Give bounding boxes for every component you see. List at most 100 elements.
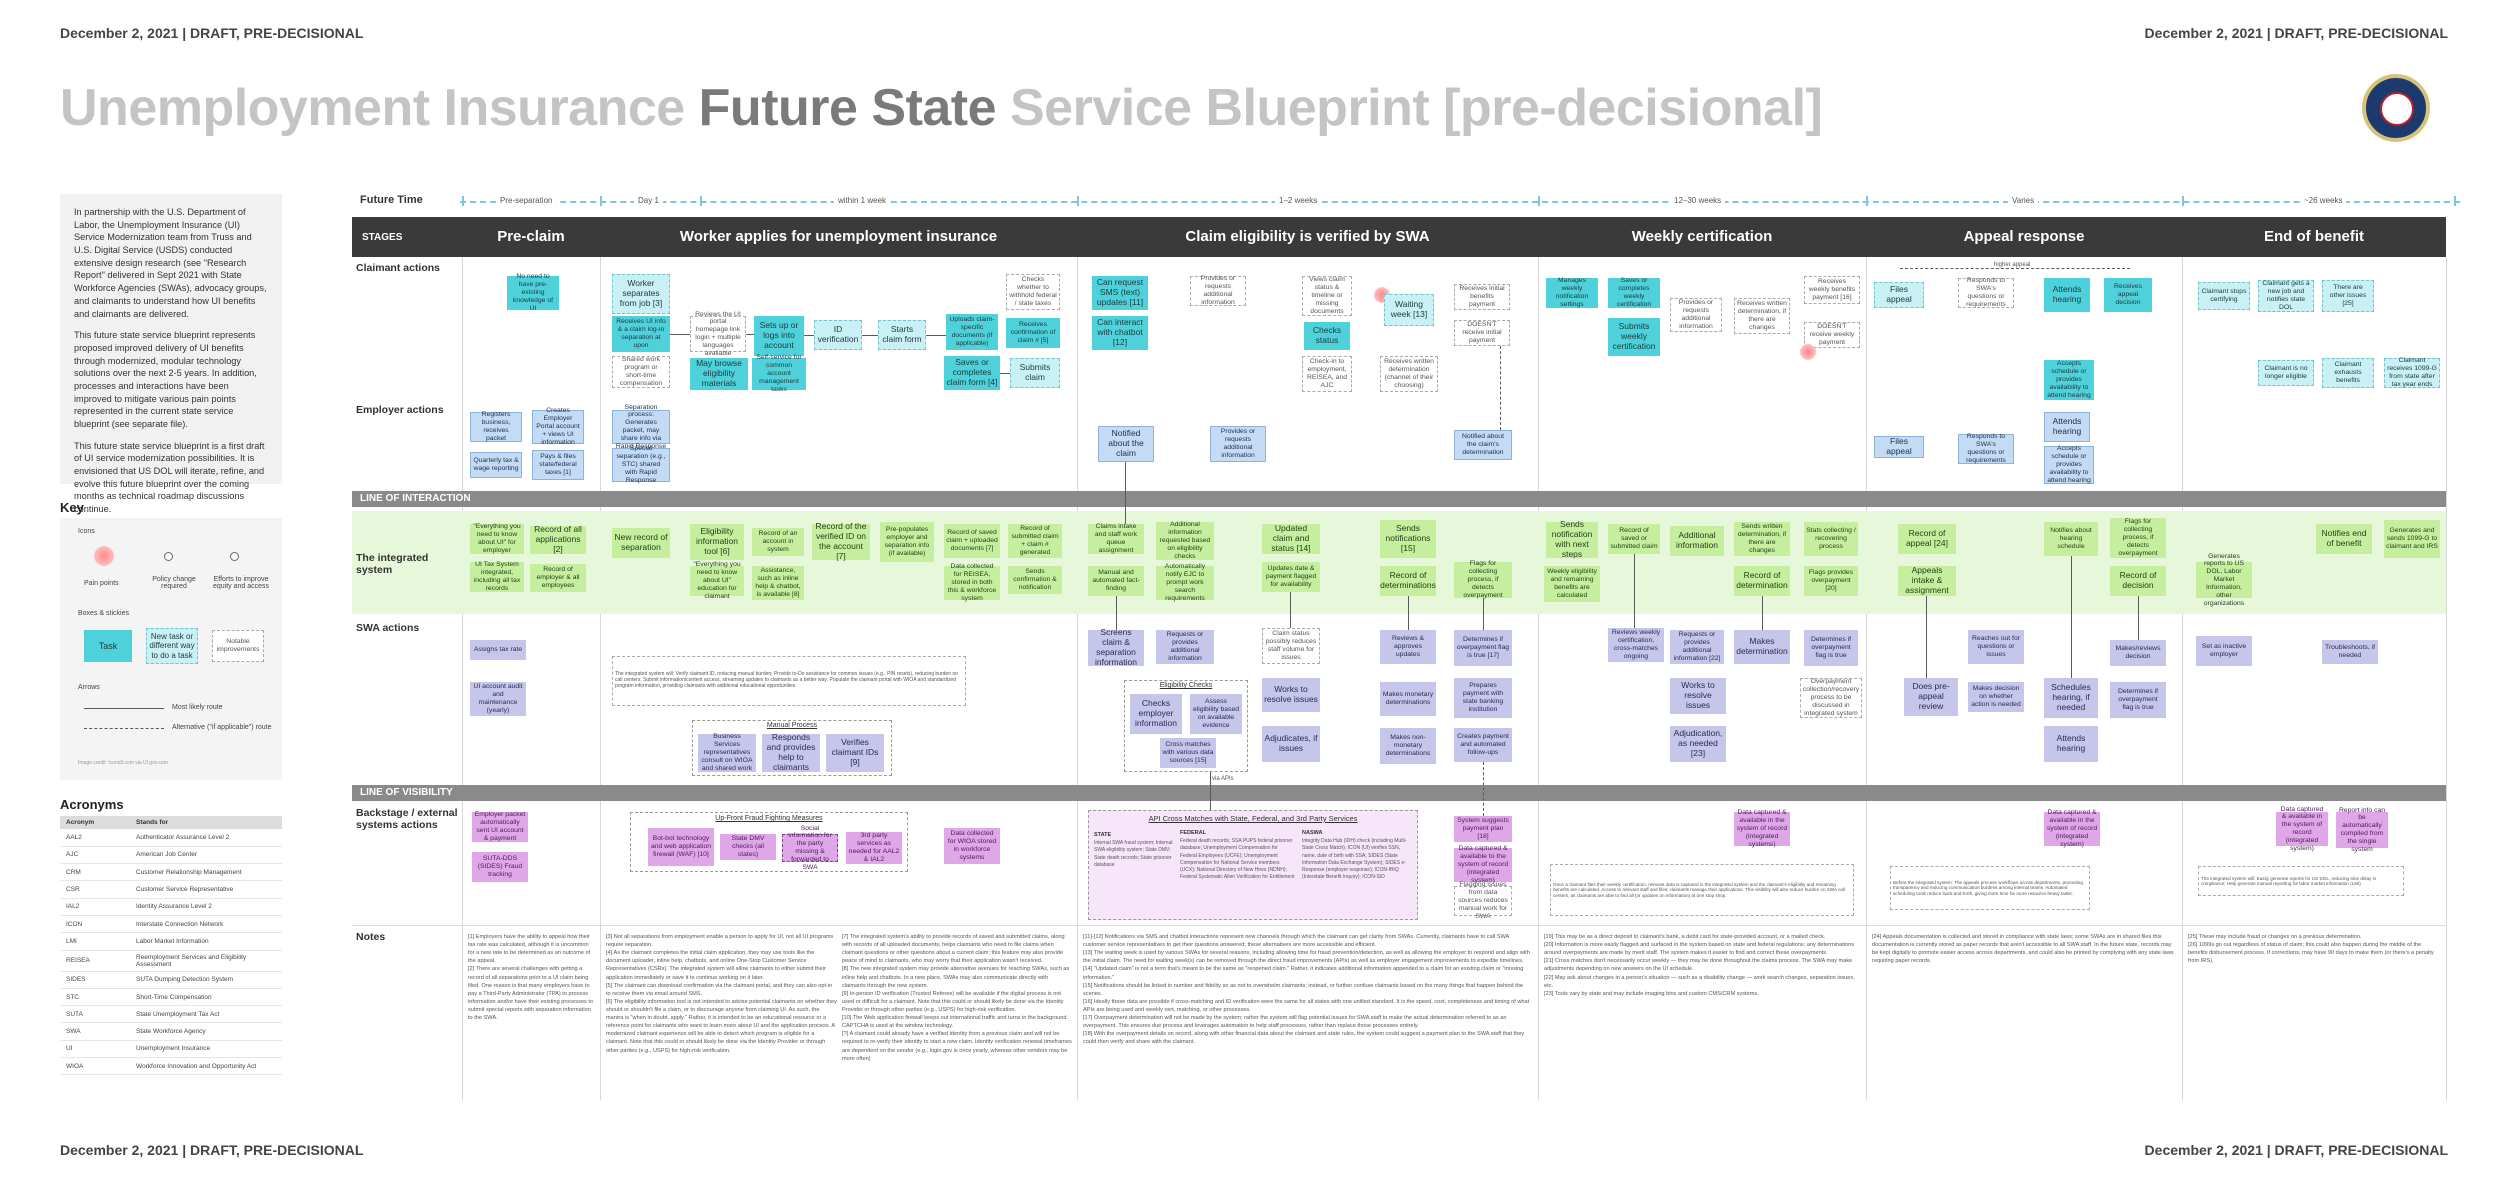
connector-19 <box>1210 772 1211 810</box>
ft-tick-2 <box>600 196 602 206</box>
lane-notes: Notes <box>356 931 386 943</box>
connector-14 <box>1762 596 1763 630</box>
box-additional-info-requested: Additional information requested based o… <box>1156 521 1214 560</box>
box-checks-status: Checks status <box>1304 322 1350 350</box>
box-pays-files-taxes: Pays & files state/federal taxes [1] <box>532 450 584 480</box>
connector-8 <box>1116 596 1117 630</box>
box-adjudication: Adjudication, as needed [23] <box>1670 726 1726 762</box>
acronym-cell: SUTA <box>60 1005 130 1024</box>
acronym-meaning-cell: SUTA Dumping Detection System <box>130 971 282 989</box>
box-accepts-schedule-employer: Accepts schedule or provides availabilit… <box>2044 445 2094 484</box>
stages-label: STAGES <box>362 232 403 243</box>
box-notified-claim: Notified about the claim <box>1098 426 1154 462</box>
box-appeals-intake: Appeals intake & assignment <box>1898 565 1956 596</box>
line-of-visibility: LINE OF VISIBILITY <box>352 785 2446 801</box>
box-employer-responds: Responds to SWA's questions or requireme… <box>1958 433 2014 464</box>
box-claim-status-reduces: Claim status possibly reduces staff volu… <box>1262 628 1320 664</box>
box-schedules-hearing: Schedules hearing, if needed <box>2044 678 2098 718</box>
col-sep-7 <box>2446 257 2447 1100</box>
key-icon-label-equity: Efforts to improve equity and access <box>212 576 270 590</box>
box-auto-notify-ejc: Automatically notify EJC to prompt work … <box>1156 563 1214 602</box>
box-prepopulates: Pre-populates employer and separation in… <box>880 522 934 562</box>
ft-tick-5 <box>1538 196 1540 206</box>
box-determines-overpayment-weekly: Determines if overpayment flag is true <box>1804 630 1858 666</box>
box-may-browse-eligibility: May browse eligibility materials <box>690 358 748 390</box>
connector-17 <box>2138 596 2139 640</box>
lane-claimant-actions: Claimant actions <box>356 262 441 274</box>
intro-paragraph-2: This future state service blueprint repr… <box>74 330 257 429</box>
higher-appeal-label: higher appeal <box>1994 262 2031 268</box>
box-sends-written-det: Sends written determination, if there ar… <box>1734 522 1790 556</box>
box-worker-separates: Worker separates from job [3] <box>612 274 670 314</box>
box-record-applications: Record of all applications [2] <box>530 524 586 554</box>
seal-eagle-icon <box>2380 92 2414 126</box>
box-special-separation: Special separation (e.g., STC) shared wi… <box>612 445 670 484</box>
box-manages-notifications: Manages weekly notification settings <box>1546 277 1598 308</box>
box-data-captured-weekly: Data captured & available in the system … <box>1734 809 1790 848</box>
box-claimant-stops: Claimant stops certifying <box>2198 282 2250 310</box>
pain-point-icon <box>94 546 114 566</box>
box-responds-help: Responds and provides help to claimants <box>762 733 820 772</box>
box-receives-ui-info: Receives UI info & a claim log-in separa… <box>612 316 670 352</box>
box-sends-notification-next: Sends notification with next steps <box>1546 520 1598 559</box>
box-sends-confirmation: Sends confirmation & notification <box>1008 566 1062 594</box>
acronym-meaning-cell: Interstate Connection Network <box>130 915 282 934</box>
box-flags-provides: Flags provides overpayment [20] <box>1804 566 1858 596</box>
box-additional-information: Additional information <box>1670 526 1724 556</box>
equity-icon <box>230 552 239 561</box>
box-checks-employer: Checks employer information <box>1130 694 1182 734</box>
box-data-collected-reisea: Data collected for REISEA, stored in bot… <box>944 563 1000 602</box>
lane-backstage: Backstage / external systems actions <box>356 807 458 831</box>
box-generates-1099: Generates and sends 1099-G to claimant a… <box>2384 520 2440 558</box>
box-reaches-out: Reaches out for questions or issues <box>1968 630 2024 664</box>
col-sep-5 <box>1866 257 1867 1100</box>
box-record-saved-weekly: Record of saved or submitted claim <box>1608 524 1660 554</box>
box-receives-confirmation: Receives confirmation of claim # [5] <box>1006 318 1060 348</box>
acronym-cell: CRM <box>60 863 130 882</box>
box-notified-determination: Notified about the claim's determination <box>1454 430 1512 460</box>
box-end-backstage-note: The integrated system will: Easily gener… <box>2198 866 2404 896</box>
col-sep-3 <box>1077 257 1078 1100</box>
col-sep-1 <box>462 257 463 1100</box>
connector-18 <box>1500 346 1501 430</box>
box-doesnt-receive-weekly: DOESN'T receive weekly payment <box>1804 322 1860 348</box>
stage-end-of-benefit: End of benefit <box>2264 228 2364 245</box>
fraud-measures-title: Up-Front Fraud Fighting Measures <box>715 815 823 822</box>
box-reviews-ui-portal: Reviews the UI portal homepage link logi… <box>690 311 746 357</box>
box-provides-requests-info: Provides or requests additional informat… <box>1190 275 1246 306</box>
box-updates-date: Updates date & payment flagged for avail… <box>1262 562 1320 592</box>
col-sep-4 <box>1538 257 1539 1100</box>
key-icons-label: Icons <box>78 528 95 535</box>
box-everything-employer: "Everything you need to know about UI" f… <box>470 523 524 554</box>
connector-11 <box>1483 598 1484 630</box>
box-assistance-inline: Assistance, such as inline help & chatbo… <box>752 566 804 600</box>
api-nasswa-items: Integrity Data Hub (IDH) check (includin… <box>1302 838 1407 881</box>
col-sep-6 <box>2182 257 2183 1100</box>
stage-appeal-response: Appeal response <box>1963 228 2085 245</box>
connector-16 <box>2071 556 2072 678</box>
box-generates-reports: Generates reports to US DOL, Labor Marke… <box>2196 553 2252 607</box>
box-data-collected-wioa: Data collected for WIOA stored in workfo… <box>944 828 1000 864</box>
box-assess-eligibility: Assess eligibility based on available ev… <box>1190 694 1242 734</box>
box-3rd-party: 3rd party services as needed for AAL2 & … <box>846 832 902 864</box>
acronym-meaning-cell: Customer Service Representative <box>130 880 282 899</box>
acronym-meaning-cell: Labor Market Information <box>130 932 282 951</box>
key-dashed-arrow <box>84 728 164 729</box>
notes-divider <box>352 925 2446 926</box>
stage-weekly-certification: Weekly certification <box>1631 228 1773 245</box>
box-no-preexisting-knowledge: No need to have pre-existing knowledge o… <box>507 273 559 312</box>
box-requests-provides-weekly: Requests or provides additional informat… <box>1670 630 1724 664</box>
notes-appeal: [24] Appeals documentation is collected … <box>1872 934 2174 965</box>
box-works-resolve: Works to resolve issues <box>1262 678 1320 712</box>
box-employer-provides-info: Provides or requests additional informat… <box>1210 426 1266 462</box>
ft-tick-7 <box>2182 196 2184 206</box>
ft-tick-3 <box>700 196 702 206</box>
box-record-saved-claim: Record of saved claim + uploaded documen… <box>944 524 1000 558</box>
connector-2 <box>746 334 754 335</box>
acronym-cell: LMI <box>60 932 130 951</box>
higher-appeal-arrow <box>1900 268 2130 269</box>
box-checks-federal-taxes: Checks whether to withhold federal / sta… <box>1006 274 1060 310</box>
